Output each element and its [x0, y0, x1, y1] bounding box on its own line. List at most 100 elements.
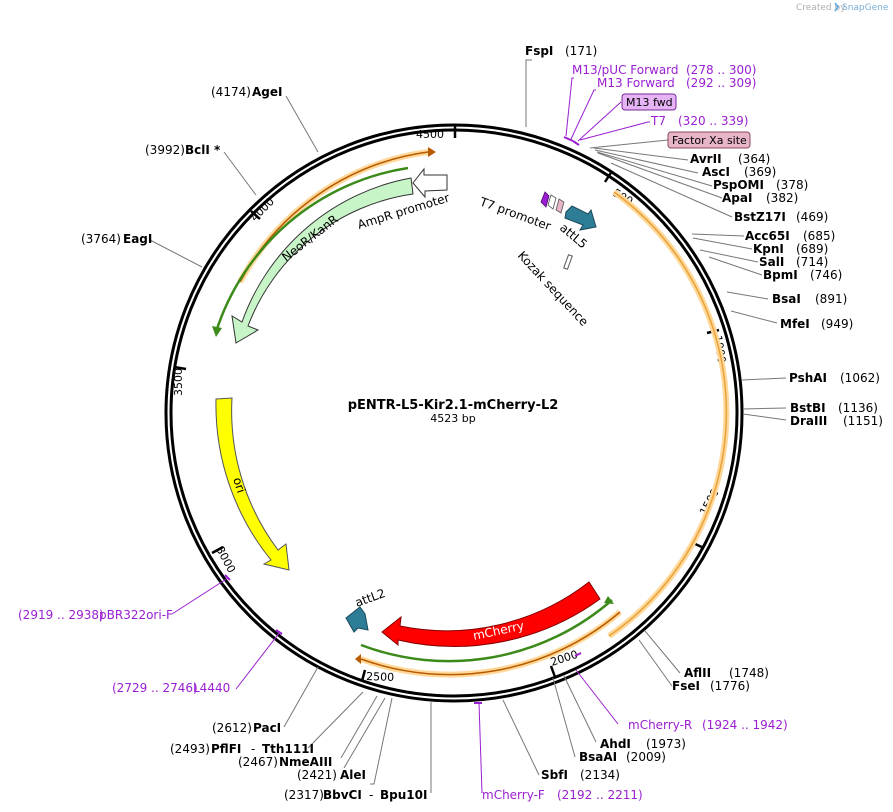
leader-lines [149, 59, 787, 794]
site-nmeaiii[interactable]: (2467) NmeAIII [238, 755, 332, 769]
primer-l4440-name: L4440 [193, 681, 230, 695]
site-asci-pos: (369) [744, 165, 776, 179]
primer-pbr322-range: (2919 .. 2938) [18, 608, 104, 622]
primer-t7-name: T7 [650, 114, 666, 128]
site-sbfi[interactable]: SbfI (2134) [541, 768, 620, 782]
site-nmeaiii-pos: (2467) [238, 755, 278, 769]
tick-label-3000: 3000 [213, 544, 238, 575]
site-bbvci-name: BbvCI [323, 788, 362, 802]
site-bcli[interactable]: (3992) BclI * [145, 143, 221, 157]
site-aflii-pos: (1748) [729, 666, 769, 680]
site-bstbi-pos: (1136) [838, 401, 878, 415]
site-sali-name: SalI [759, 255, 784, 269]
tick-label-4500: 4500 [416, 128, 444, 141]
site-mfei[interactable]: MfeI (949) [780, 317, 853, 331]
site-sbfi-name: SbfI [541, 768, 568, 782]
site-pflfi-name: PflFI [211, 742, 241, 756]
attl2-label: attL2 [353, 586, 387, 610]
primer-mcherry-f[interactable]: mCherry-F (2192 .. 2211) [482, 788, 643, 802]
site-aflii[interactable]: AflII (1748) [684, 666, 769, 680]
site-acc65i[interactable]: Acc65I (685) [745, 229, 835, 243]
site-agei-pos: (4174) [211, 85, 251, 99]
site-kpni[interactable]: KpnI (689) [753, 242, 828, 256]
site-draiii-pos: (1151) [843, 414, 883, 428]
site-bcli-pos: (3992) [145, 143, 185, 157]
site-ahdi[interactable]: AhdI (1973) [600, 737, 686, 751]
site-pspomi-pos: (378) [776, 178, 808, 192]
tick-label-2500: 2500 [366, 670, 394, 684]
ori-feature[interactable]: ori [215, 397, 290, 571]
t7-promoter-feature[interactable]: T7 promoter [477, 191, 565, 233]
credit-text: Created by [796, 3, 846, 13]
site-pflfi-name2: Tth111I [262, 742, 314, 756]
site-asci[interactable]: AscI (369) [702, 165, 776, 179]
m13-fwd-box[interactable]: M13 fwd [621, 93, 677, 111]
site-paci[interactable]: (2612) PacI [212, 721, 281, 735]
primer-m13fwd[interactable]: M13 Forward (292 .. 309) [597, 76, 756, 90]
site-apai[interactable]: ApaI (382) [722, 191, 798, 205]
site-bpmi[interactable]: BpmI (746) [763, 268, 842, 282]
site-kpni-pos: (689) [796, 242, 828, 256]
site-pspomi-name: PspOMI [713, 178, 764, 192]
primer-pbr322[interactable]: (2919 .. 2938) pBR322ori-F [18, 608, 173, 622]
attl2-feature[interactable]: attL2 [345, 586, 387, 633]
mcherry-feature[interactable]: mCherry [381, 581, 601, 647]
site-bsaai[interactable]: BsaAI (2009) [579, 750, 666, 764]
site-bsaai-pos: (2009) [626, 750, 666, 764]
site-bcli-name: BclI * [185, 143, 221, 157]
tick-label-4000: 4000 [248, 195, 277, 224]
site-pshai-name: PshAI [789, 371, 827, 385]
site-bsai[interactable]: BsaI (891) [772, 292, 847, 306]
site-pflfi[interactable]: (2493) PflFI - Tth111I [170, 742, 314, 756]
site-bsai-name: BsaI [772, 292, 801, 306]
site-sali[interactable]: SalI (714) [759, 255, 828, 269]
site-agei-name: AgeI [252, 85, 282, 99]
site-nmeaiii-name: NmeAIII [279, 755, 332, 769]
primer-markers [224, 136, 582, 704]
site-bstz17i-pos: (469) [796, 210, 828, 224]
site-fsei-pos: (1776) [710, 679, 750, 693]
site-avrii-name: AvrII [690, 152, 722, 166]
site-pshai[interactable]: PshAI (1062) [789, 371, 880, 385]
snapgene-logo: SnapGene [834, 2, 889, 13]
primer-m13fwd-name: M13 Forward [597, 76, 675, 90]
primer-l4440[interactable]: (2729 .. 2746) L4440 [112, 681, 230, 695]
factor-xa-box-label: Factor Xa site [672, 134, 747, 147]
site-ahdi-name: AhdI [600, 737, 631, 751]
site-paci-name: PacI [253, 721, 281, 735]
site-bbvci[interactable]: (2317) BbvCI - Bpu10I [284, 788, 427, 802]
m13-fwd-box-label: M13 fwd [626, 96, 673, 109]
primer-mcherry-r-range: (1924 .. 1942) [702, 718, 788, 732]
site-bpmi-pos: (746) [810, 268, 842, 282]
site-mfei-name: MfeI [780, 317, 810, 331]
site-pspomi[interactable]: PspOMI (378) [713, 178, 808, 192]
site-fspi-name: FspI [525, 44, 553, 58]
site-eagi[interactable]: (3764) EagI [81, 232, 152, 246]
kozak-feature[interactable]: Kozak sequence [515, 248, 591, 328]
site-alei[interactable]: (2421) AleI [297, 768, 366, 782]
site-avrii[interactable]: AvrII (364) [690, 152, 770, 166]
site-eagi-name: EagI [123, 232, 152, 246]
primer-mcherry-r[interactable]: mCherry-R (1924 .. 1942) [628, 718, 788, 732]
site-bsai-pos: (891) [815, 292, 847, 306]
site-bstbi[interactable]: BstBI (1136) [790, 401, 878, 415]
site-acc65i-pos: (685) [803, 229, 835, 243]
tick-label-3500: 3500 [172, 368, 185, 396]
primer-m13puc[interactable]: M13/pUC Forward (278 .. 300) [572, 63, 756, 77]
attl5-feature[interactable]: attL5 [557, 205, 597, 251]
site-ahdi-pos: (1973) [646, 737, 686, 751]
svg-text:SnapGene: SnapGene [842, 3, 889, 13]
site-fspi-pos: (171) [565, 44, 597, 58]
factor-xa-box[interactable]: Factor Xa site [667, 131, 751, 149]
site-draiii[interactable]: DraIII (1151) [790, 414, 883, 428]
site-avrii-pos: (364) [738, 152, 770, 166]
site-agei[interactable]: (4174) AgeI [211, 85, 282, 99]
site-acc65i-name: Acc65I [745, 229, 790, 243]
site-bstz17i[interactable]: BstZ17I (469) [734, 210, 828, 224]
primer-mcherry-f-range: (2192 .. 2211) [557, 788, 643, 802]
site-aflii-name: AflII [684, 666, 711, 680]
site-fsei[interactable]: FseI (1776) [672, 679, 750, 693]
site-pshai-pos: (1062) [840, 371, 880, 385]
site-fspi[interactable]: FspI (171) [525, 44, 597, 58]
primer-t7[interactable]: T7 (320 .. 339) [650, 114, 748, 128]
